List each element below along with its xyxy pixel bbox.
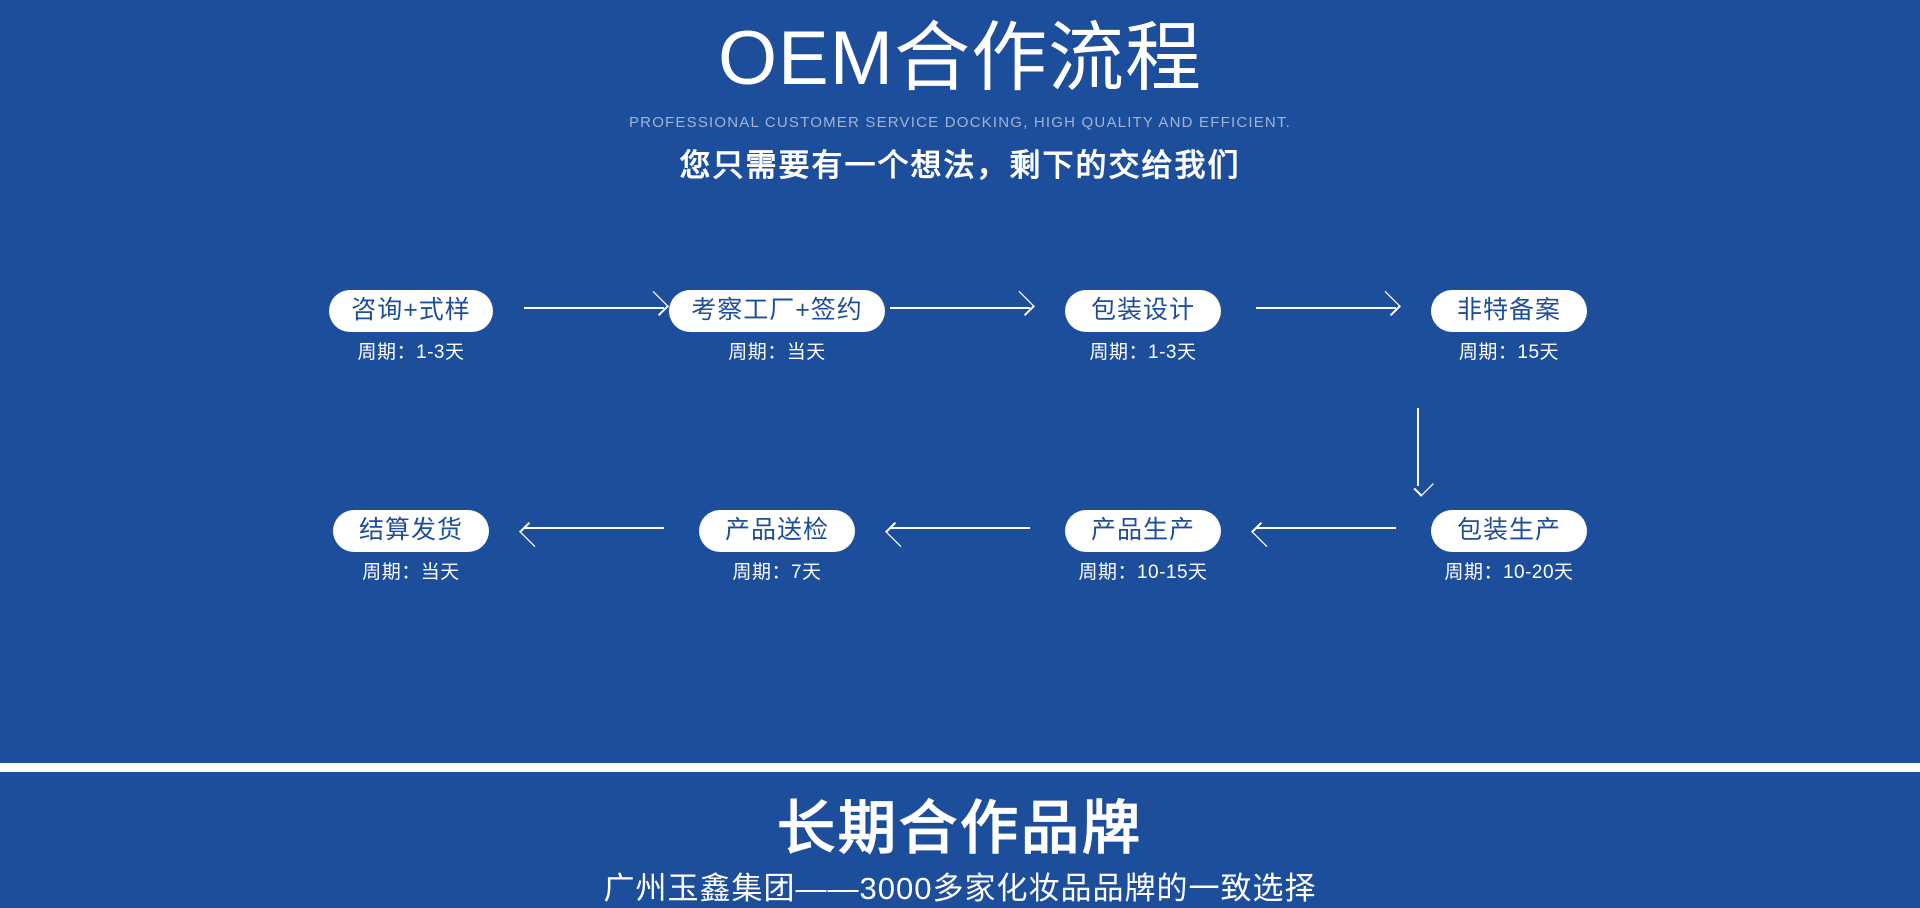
footer-subtitle: 广州玉鑫集团——3000多家化妆品品牌的一致选择 — [603, 871, 1317, 906]
flow-node-product-inspection[interactable]: 产品送检 周期：7天 — [682, 510, 872, 585]
footer-section: 长期合作品牌 广州玉鑫集团——3000多家化妆品品牌的一致选择 — [0, 772, 1920, 906]
flow-node-label: 包装设计 — [1064, 290, 1221, 332]
flow-node-factory-visit[interactable]: 考察工厂+签约 周期：当天 — [669, 290, 885, 365]
arrow-head — [1251, 521, 1277, 548]
arrow-shaft — [1256, 307, 1396, 309]
flow-node-package-design[interactable]: 包装设计 周期：1-3天 — [1048, 290, 1238, 365]
arrow-head — [1009, 290, 1035, 317]
arrow-shaft — [890, 307, 1030, 309]
arrow-left-icon — [876, 510, 1044, 548]
arrow-shaft — [890, 527, 1030, 529]
flow-node-period: 周期：当天 — [728, 342, 826, 363]
flow-node-period: 周期：15天 — [1458, 342, 1560, 363]
flow-row-2: 结算发货 周期：当天 产品送检 周期：7天 产品生产 周期：10-15天 — [316, 510, 1604, 585]
flow-node-label: 咨询+式样 — [329, 290, 493, 332]
flow-node-period: 周期：10-20天 — [1444, 562, 1574, 583]
flow-row-1: 咨询+式样 周期：1-3天 考察工厂+签约 周期：当天 包装设计 周期：1-3天 — [316, 290, 1604, 365]
process-flow-diagram: 咨询+式样 周期：1-3天 考察工厂+签约 周期：当天 包装设计 周期：1-3天 — [0, 290, 1920, 620]
arrow-right-icon — [1242, 290, 1410, 322]
flow-node-label: 非特备案 — [1430, 290, 1587, 332]
english-subtitle: PROFESSIONAL CUSTOMER SERVICE DOCKING, H… — [628, 114, 1292, 131]
arrow-head — [519, 521, 545, 548]
flow-node-label: 包装生产 — [1430, 510, 1587, 552]
arrow-shaft — [1417, 408, 1419, 486]
flow-node-period: 周期：7天 — [732, 562, 822, 583]
arrow-shaft — [524, 527, 664, 529]
arrow-left-icon — [1242, 510, 1410, 548]
arrow-shaft — [1256, 527, 1396, 529]
arrow-right-icon — [876, 290, 1044, 322]
flow-node-period: 周期：10-15天 — [1078, 562, 1208, 583]
footer-title: 长期合作品牌 — [776, 796, 1143, 861]
arrow-head — [1375, 290, 1401, 317]
chinese-subtitle: 您只需要有一个想法，剩下的交给我们 — [679, 148, 1241, 183]
flow-node-filing[interactable]: 非特备案 周期：15天 — [1414, 290, 1604, 365]
flow-node-label: 产品送检 — [698, 510, 855, 552]
flow-node-production[interactable]: 产品生产 周期：10-15天 — [1048, 510, 1238, 585]
flow-node-label: 产品生产 — [1064, 510, 1221, 552]
flow-node-period: 周期：1-3天 — [1089, 342, 1197, 363]
arrow-head — [885, 521, 911, 548]
flow-node-period: 周期：1-3天 — [357, 342, 465, 363]
flow-node-package-production[interactable]: 包装生产 周期：10-20天 — [1414, 510, 1604, 585]
arrow-right-icon — [510, 290, 678, 322]
arrow-left-icon — [510, 510, 678, 548]
arrow-down-icon — [1406, 408, 1434, 500]
arrow-shaft — [524, 307, 664, 309]
header-section: OEM合作流程 PROFESSIONAL CUSTOMER SERVICE DO… — [0, 0, 1920, 186]
flow-node-consultation[interactable]: 咨询+式样 周期：1-3天 — [316, 290, 506, 365]
flow-node-period: 周期：当天 — [362, 562, 460, 583]
section-divider — [0, 763, 1920, 772]
page-title: OEM合作流程 — [717, 16, 1203, 101]
flow-node-label: 结算发货 — [332, 510, 489, 552]
flow-node-label: 考察工厂+签约 — [669, 290, 885, 332]
arrow-head — [643, 290, 669, 317]
flow-node-settlement-shipping[interactable]: 结算发货 周期：当天 — [316, 510, 506, 585]
